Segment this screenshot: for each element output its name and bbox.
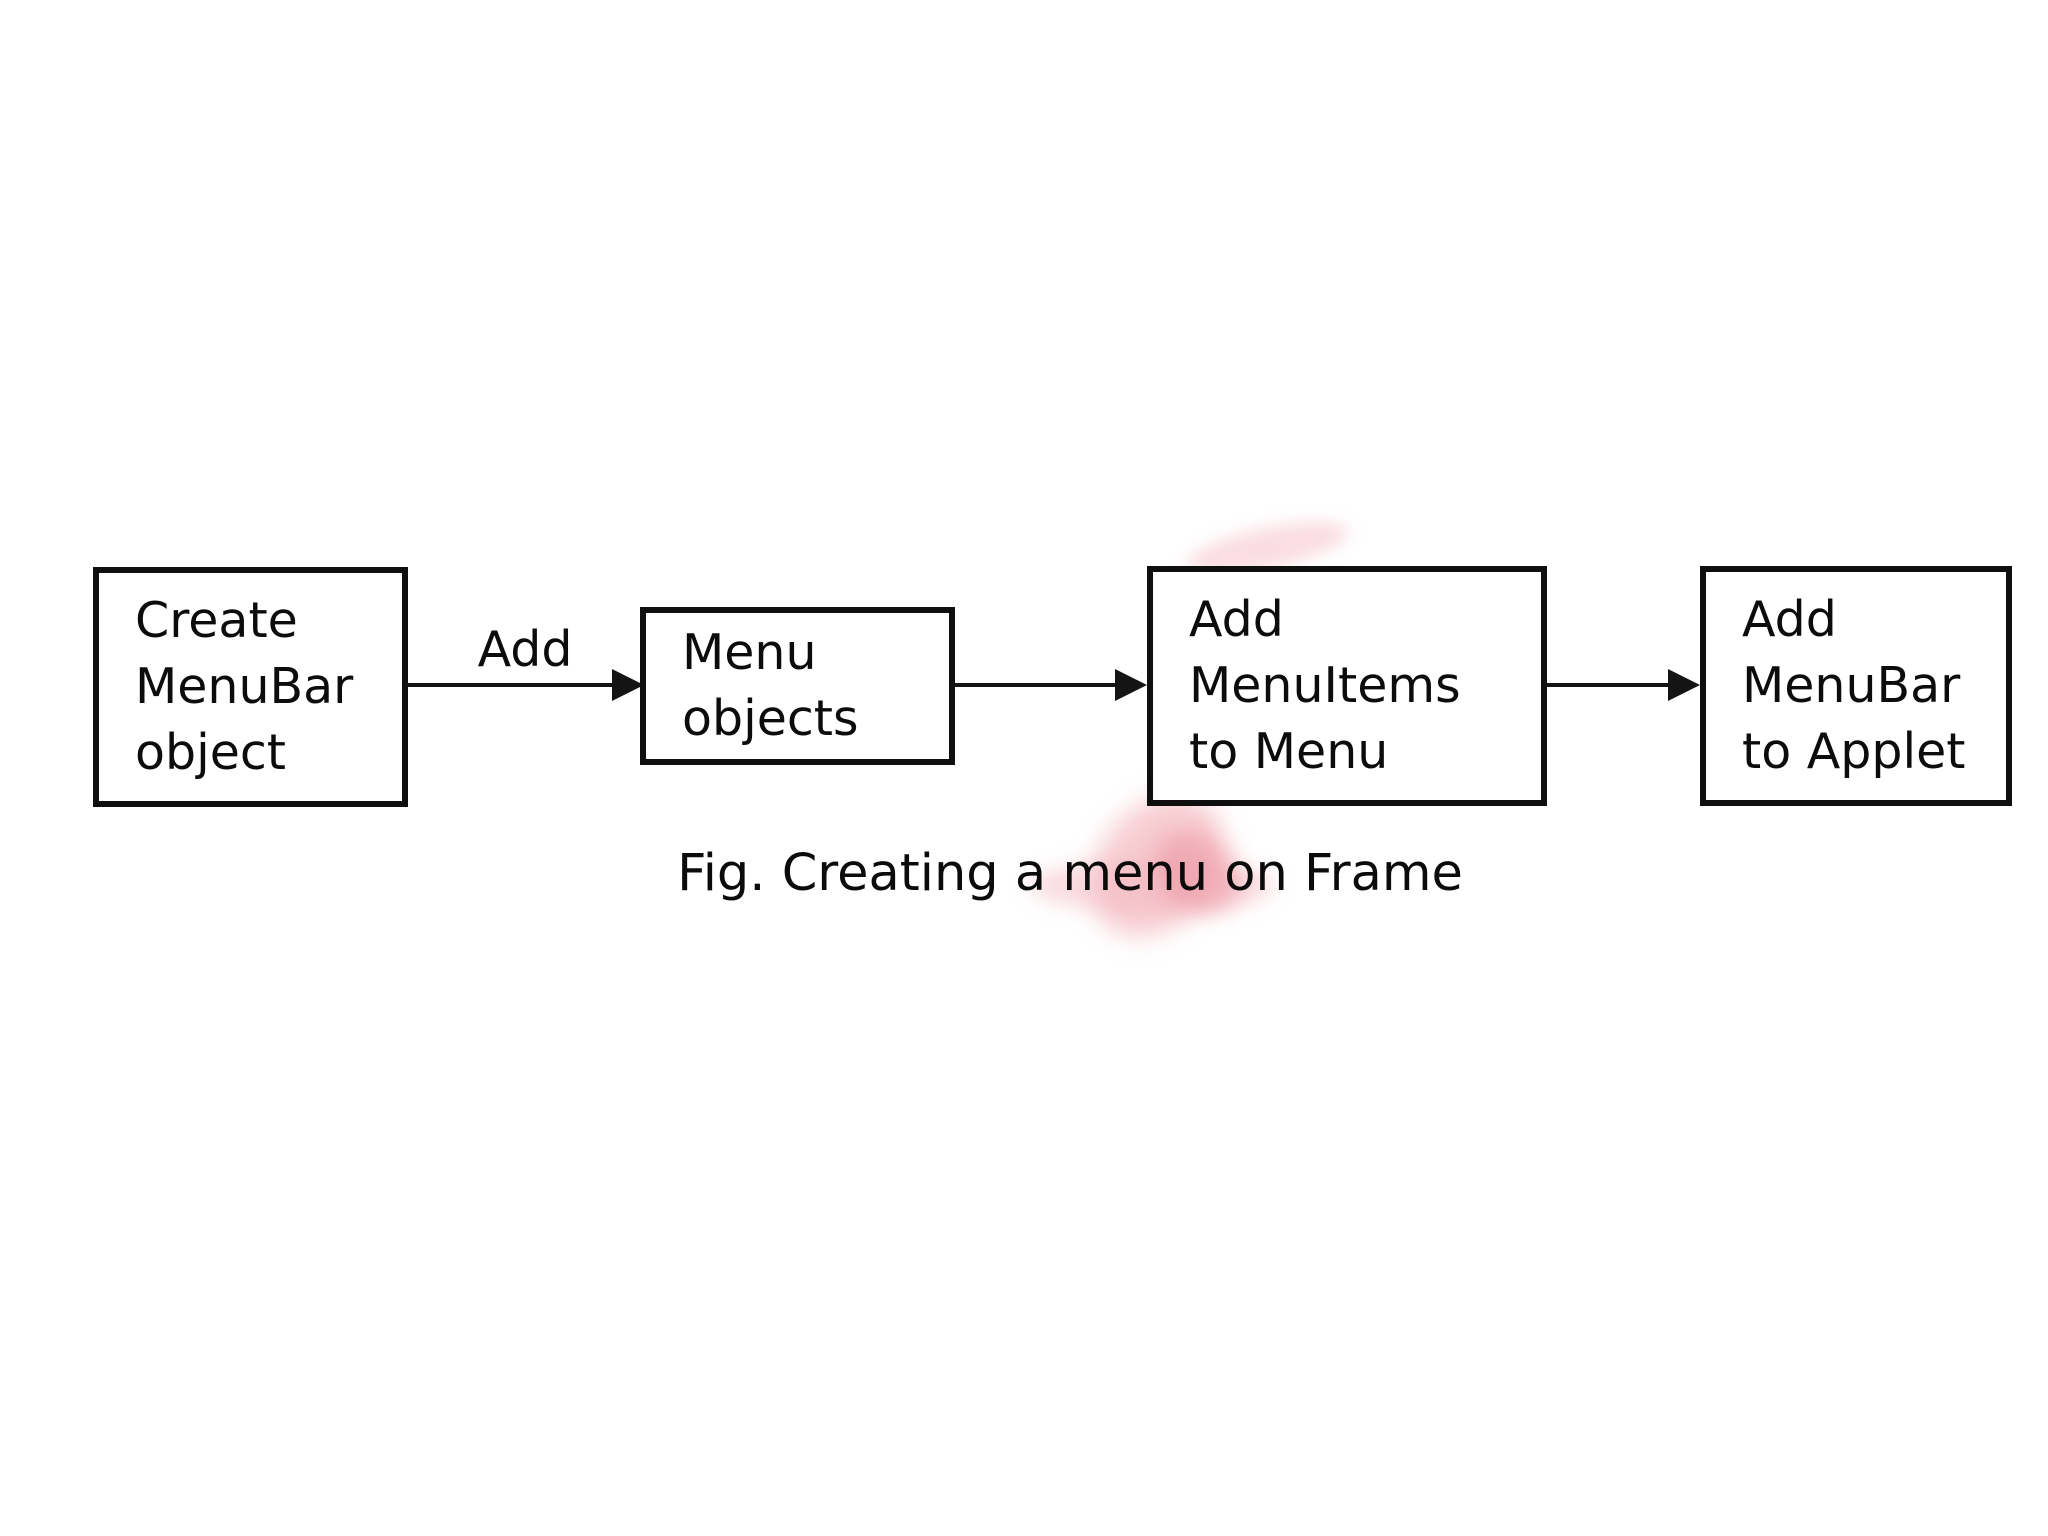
box-label-line: Menu — [682, 624, 817, 681]
box-label-line: to Applet — [1742, 723, 1966, 780]
arrow-head — [612, 669, 644, 701]
arrow-add-label: Add — [477, 621, 573, 678]
arrow-shaft — [953, 683, 1116, 687]
box-label-line: object — [135, 724, 286, 781]
box-label-line: Create — [135, 592, 298, 649]
arrow-head — [1115, 669, 1147, 701]
arrow-shaft — [405, 683, 617, 687]
box-label-line: MenuItems — [1189, 657, 1461, 714]
box-label-line: MenuBar — [135, 658, 354, 715]
arrow-head — [1668, 669, 1700, 701]
box-label-line: Add — [1189, 591, 1284, 648]
arrow-shaft — [1545, 683, 1669, 687]
flow-box-menu-objects: Menu objects — [640, 607, 955, 765]
flow-box-add-menubar: Add MenuBar to Applet — [1700, 566, 2012, 806]
box-label-line: Add — [1742, 591, 1837, 648]
flow-box-add-menuitems: Add MenuItems to Menu — [1147, 566, 1547, 806]
box-label-line: MenuBar — [1742, 657, 1961, 714]
box-label-line: objects — [682, 690, 859, 747]
box-label-line: to Menu — [1189, 723, 1389, 780]
watermark-smudge — [1030, 860, 1275, 912]
flow-box-create-menubar: Create MenuBar object — [93, 567, 408, 807]
figure-caption: Fig. Creating a menu on Frame — [677, 844, 1463, 903]
